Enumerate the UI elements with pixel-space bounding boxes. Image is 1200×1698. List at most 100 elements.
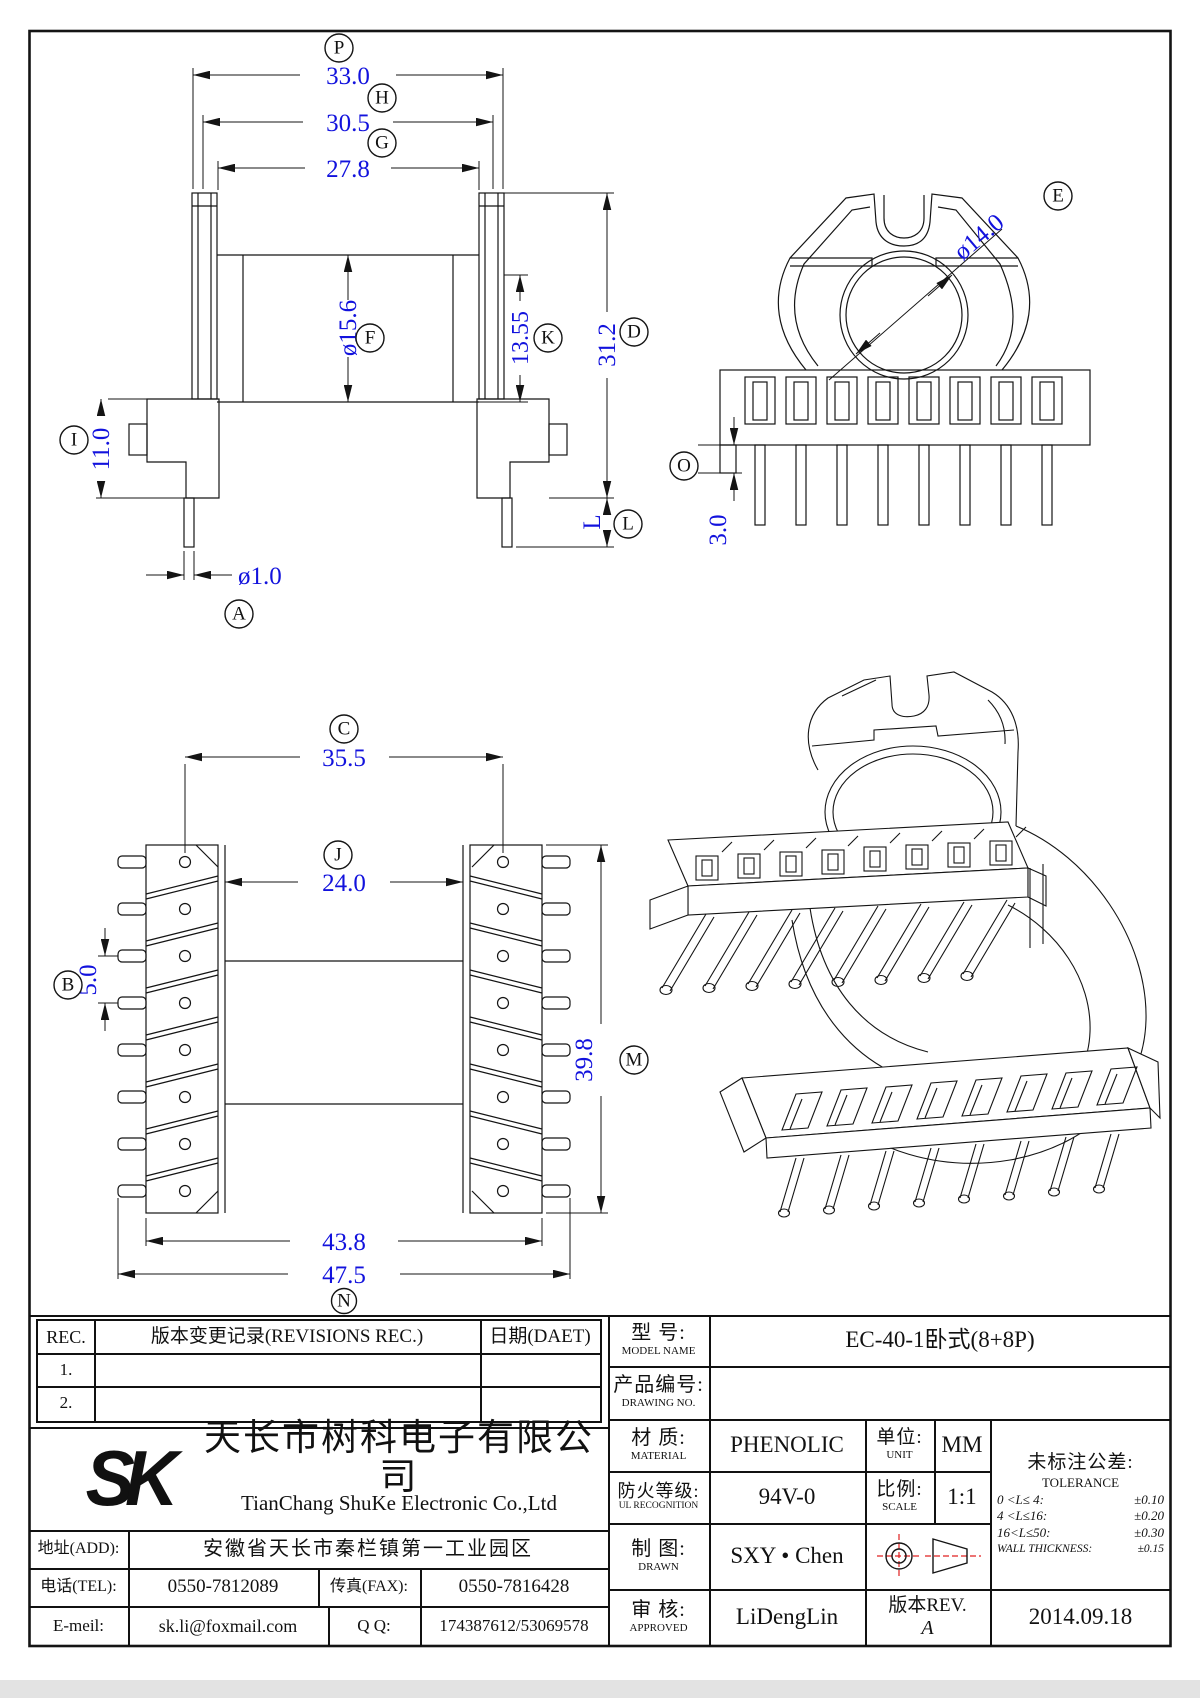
addr-label: 地址(ADD): xyxy=(37,1539,120,1557)
svg-text:O: O xyxy=(677,456,691,477)
tel-value: 0550-7812089 xyxy=(167,1576,279,1598)
material-label: 材 质:MATERIAL xyxy=(630,1426,687,1462)
fax-value: 0550-7816428 xyxy=(458,1576,570,1598)
dim-G-value: 27.8 xyxy=(326,156,370,183)
revision-table: REC. 版本变更记录(REVISIONS REC.) 日期(DAET) 1. … xyxy=(36,1319,602,1423)
tolerance-title-en: TOLERANCE xyxy=(1041,1475,1120,1491)
svg-text:H: H xyxy=(375,88,389,109)
rev-col-date: 日期(DAET) xyxy=(489,1326,591,1348)
dim-K-value: 13.55 xyxy=(508,311,534,365)
rev-col-desc: 版本变更记录(REVISIONS REC.) xyxy=(150,1326,424,1348)
balloon-K: K xyxy=(533,323,563,353)
side-view-dimensions xyxy=(698,228,1003,501)
page-edge-shadow xyxy=(0,1680,1200,1698)
balloon-L: L xyxy=(613,509,643,539)
fax-label: 传真(FAX): xyxy=(330,1577,408,1595)
dim-438-value: 43.8 xyxy=(322,1229,366,1256)
plan-view-pins xyxy=(117,855,571,1198)
fire-label: 防火等级:UL RECOGNITION xyxy=(617,1480,700,1512)
approved-label: 审 核:APPROVED xyxy=(629,1599,688,1635)
svg-text:B: B xyxy=(62,975,75,996)
dim-H-value: 30.5 xyxy=(326,110,370,137)
balloon-P: P xyxy=(324,33,354,63)
dim-D-value: 31.2 xyxy=(594,323,621,367)
email-label: E-meil: xyxy=(53,1616,104,1636)
model-value: EC-40-1卧式(8+8P) xyxy=(845,1327,1035,1353)
company-name-cn: 天长市树科电子有限公司 xyxy=(204,1418,594,1498)
svg-text:I: I xyxy=(71,430,77,451)
drawingno-label: 产品编号:DRAWING NO. xyxy=(613,1374,704,1410)
date-value: 2014.09.18 xyxy=(1028,1604,1133,1630)
balloon-J: J xyxy=(323,840,353,870)
dim-L-value: L xyxy=(579,514,606,529)
rev-row-1: 1. xyxy=(59,1359,73,1379)
balloon-E: E xyxy=(1043,181,1073,211)
isometric-view xyxy=(649,671,1161,1218)
dim-F-value: ø15.6 xyxy=(335,300,362,356)
dim-M-value: 39.8 xyxy=(571,1038,598,1082)
plan-view-dimensions xyxy=(98,752,608,1279)
qq-label: Q Q: xyxy=(357,1616,391,1636)
dim-C-value: 35.5 xyxy=(322,745,366,772)
svg-text:F: F xyxy=(365,328,376,349)
tolerance-row: WALL THICKNESS:±0.15 xyxy=(997,1542,1164,1555)
drawingno-value xyxy=(709,1366,1171,1419)
tel-label: 电话(TEL): xyxy=(40,1577,117,1595)
dim-475-value: 47.5 xyxy=(322,1262,366,1289)
balloon-G: G xyxy=(367,128,397,158)
approved-value: LiDengLin xyxy=(735,1604,839,1630)
svg-text:N: N xyxy=(337,1291,351,1312)
svg-text:G: G xyxy=(375,133,389,154)
side-view xyxy=(719,193,1091,526)
front-view-dimensions xyxy=(96,68,614,580)
rev-row-2: 2. xyxy=(59,1392,73,1412)
svg-text:D: D xyxy=(627,322,641,343)
tolerance-title-cn: 未标注公差: xyxy=(1027,1452,1134,1474)
isometric-lower-pins xyxy=(777,1133,1120,1218)
fire-value: 94V-0 xyxy=(758,1483,816,1509)
svg-text:J: J xyxy=(334,845,341,866)
side-view-pins xyxy=(754,444,1053,526)
email-value: sk.li@foxmail.com xyxy=(158,1615,298,1636)
unit-value: MM xyxy=(941,1431,983,1457)
balloon-O: O xyxy=(669,451,699,481)
drawn-label: 制 图:DRAWN xyxy=(631,1537,686,1573)
projection-symbol xyxy=(865,1523,990,1589)
titleblock-top-line xyxy=(29,1315,1171,1317)
drawn-value: SXY • Chen xyxy=(730,1542,844,1568)
balloon-N: N xyxy=(330,1287,358,1315)
svg-text:M: M xyxy=(626,1050,643,1071)
svg-text:C: C xyxy=(338,719,351,740)
isometric-upper-pins xyxy=(659,899,1016,996)
balloon-I: I xyxy=(59,425,89,455)
balloon-labels: P H G F K D I L A E O C J B M N xyxy=(53,33,1073,1315)
sheet-frame xyxy=(28,29,1172,1648)
side-view-slots xyxy=(744,376,1063,425)
title-block: REC. 版本变更记录(REVISIONS REC.) 日期(DAET) 1. … xyxy=(29,1315,1171,1646)
isometric-pin-towers xyxy=(695,826,1027,881)
rev-col-rec: REC. xyxy=(46,1326,86,1347)
company-logo: SK xyxy=(85,1435,179,1523)
dim-J-value: 24.0 xyxy=(322,870,366,897)
tolerance-row: 4 <L≤16:±0.20 xyxy=(997,1508,1164,1524)
dim-P-value: 33.0 xyxy=(326,63,370,90)
qq-value: 174387612/53069578 xyxy=(439,1616,589,1636)
plan-view-holes xyxy=(178,855,510,1198)
balloon-A: A xyxy=(224,599,254,629)
scale-label: 比例:SCALE xyxy=(876,1479,923,1514)
front-view-dim-text: 33.0 30.5 27.8 ø15.6 13.55 31.2 11.0 L ø… xyxy=(88,63,621,590)
svg-text:E: E xyxy=(1052,186,1064,207)
balloon-H: H xyxy=(367,83,397,113)
svg-text:A: A xyxy=(232,604,246,625)
isometric-lower-fins xyxy=(781,1066,1138,1131)
tolerance-row: 0 <L≤ 4:±0.10 xyxy=(997,1491,1164,1507)
scale-value: 1:1 xyxy=(947,1483,977,1509)
balloon-F: F xyxy=(355,323,385,353)
unit-label: 单位:UNIT xyxy=(876,1427,923,1462)
plan-view xyxy=(117,844,571,1214)
dim-A-value: ø1.0 xyxy=(238,563,282,590)
model-label: 型 号:MODEL NAME xyxy=(621,1322,696,1358)
plan-view-dim-text: 35.5 24.0 5.0 39.8 43.8 47.5 xyxy=(75,745,598,1289)
